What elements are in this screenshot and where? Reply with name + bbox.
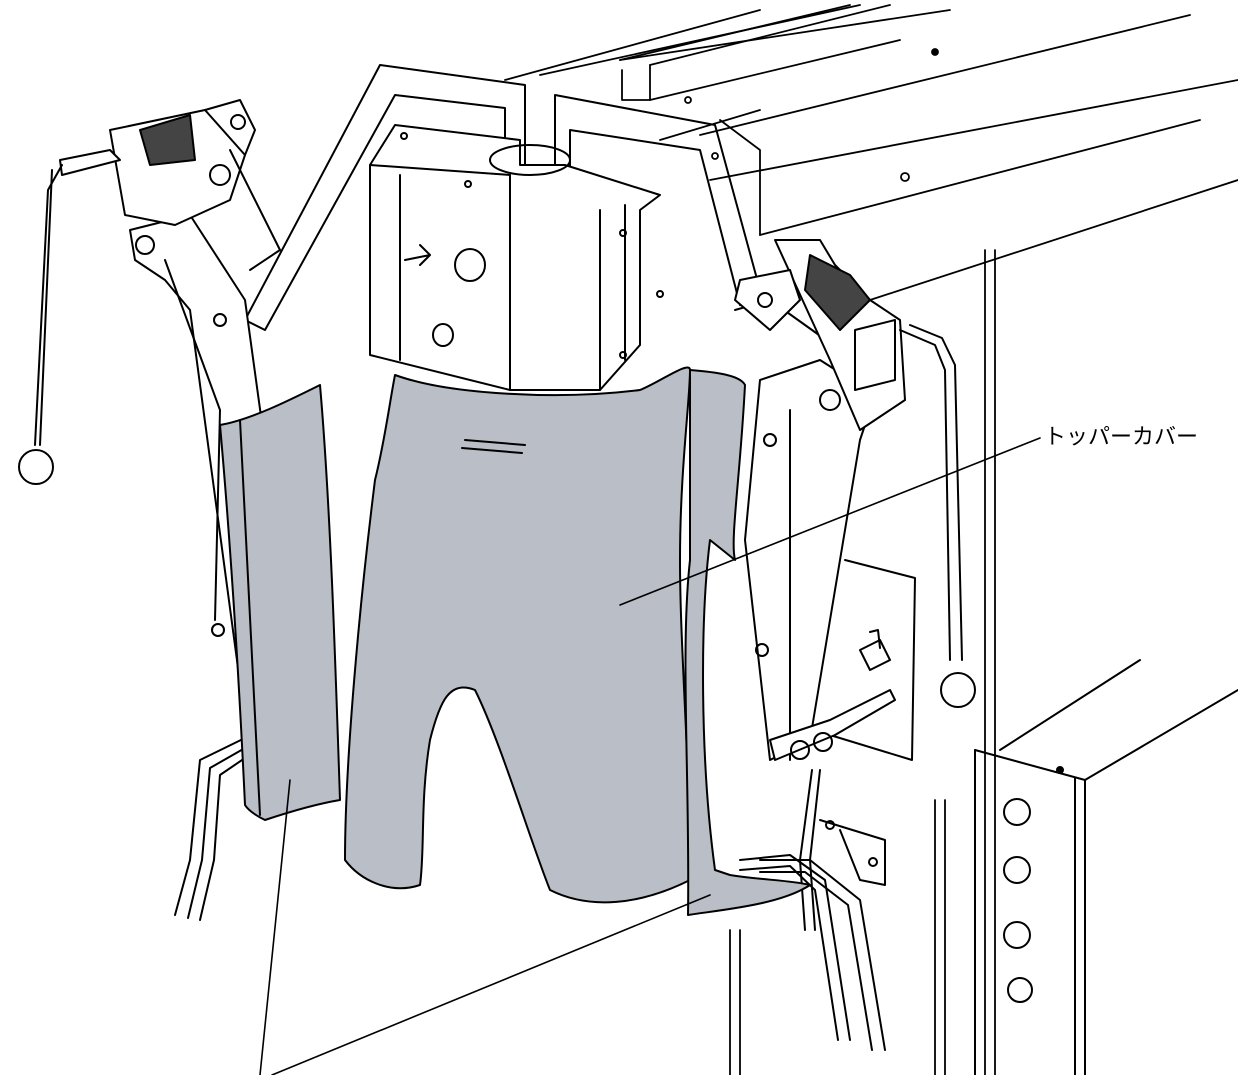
topper-cover-left xyxy=(219,384,341,821)
leader-lines xyxy=(259,437,1041,1075)
air-hoses xyxy=(174,737,886,1051)
topper-cover-right xyxy=(684,369,811,916)
topper-cover-label: トッパーカバー xyxy=(1044,425,1199,450)
control-box xyxy=(974,659,1238,1075)
button-4-icon xyxy=(1007,977,1033,1003)
button-1-icon xyxy=(1003,798,1031,826)
button-2-icon xyxy=(1003,856,1031,884)
topper-cover xyxy=(219,366,811,916)
button-3-icon xyxy=(1003,921,1031,949)
valve-plate xyxy=(769,559,916,886)
leader-right-pad xyxy=(271,894,711,1075)
knob-icon xyxy=(454,248,486,282)
topper-cover-main xyxy=(344,366,691,904)
center-block xyxy=(369,124,664,391)
leader-topper-cover xyxy=(619,437,1041,606)
leader-left-pad xyxy=(259,779,291,1075)
machine-housing xyxy=(504,4,1238,1075)
right-clamp-arm xyxy=(734,239,976,761)
